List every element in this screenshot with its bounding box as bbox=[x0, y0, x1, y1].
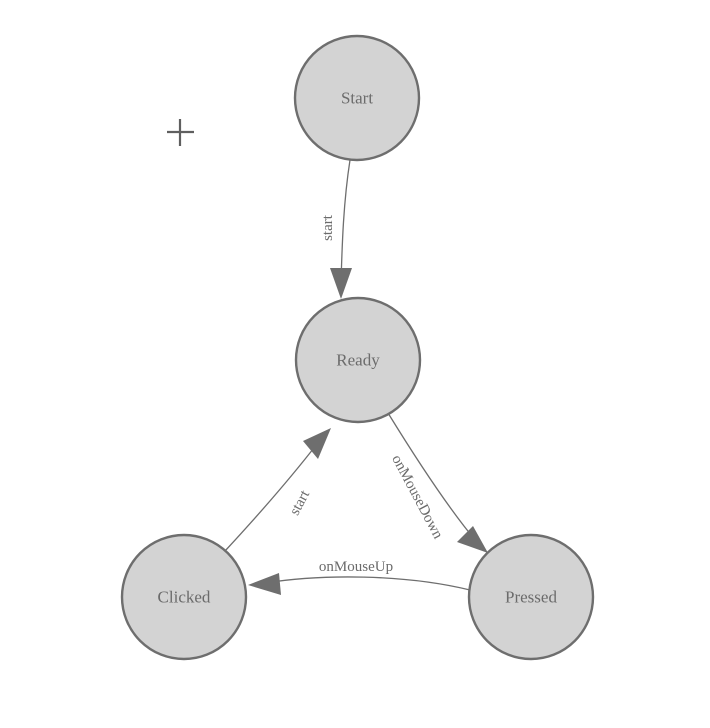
node-circle[interactable] bbox=[293, 34, 421, 162]
edge-line bbox=[264, 576, 471, 591]
node-label-clicked: Clicked bbox=[158, 588, 211, 607]
plus-marker-icon[interactable] bbox=[167, 119, 194, 146]
edge-label-clicked-to-ready: start bbox=[287, 487, 314, 518]
node-clicked[interactable]: Clicked bbox=[120, 533, 248, 661]
node-circle[interactable] bbox=[294, 296, 422, 424]
node-pressed[interactable]: Pressed bbox=[467, 533, 595, 661]
edge-line bbox=[340, 159, 351, 284]
node-label-ready: Ready bbox=[336, 351, 380, 370]
edge-clicked-to-ready[interactable]: start bbox=[224, 428, 331, 552]
node-start[interactable]: Start bbox=[293, 34, 421, 162]
arrow-head-icon bbox=[303, 428, 331, 459]
edge-label-ready-to-pressed: onMouseDown bbox=[388, 452, 446, 542]
edge-line bbox=[387, 412, 477, 542]
node-circle[interactable] bbox=[120, 533, 248, 661]
edge-label-start-to-ready: start bbox=[320, 214, 336, 241]
node-circle[interactable] bbox=[467, 533, 595, 661]
node-label-pressed: Pressed bbox=[505, 588, 557, 607]
edge-start-to-ready[interactable]: start bbox=[320, 159, 352, 299]
arrow-head-icon bbox=[248, 573, 281, 595]
edge-label-pressed-to-clicked: onMouseUp bbox=[319, 559, 393, 575]
node-ready[interactable]: Ready bbox=[294, 296, 422, 424]
arrow-head-icon bbox=[457, 526, 488, 553]
edge-line bbox=[224, 443, 318, 552]
edge-ready-to-pressed[interactable]: onMouseDown bbox=[387, 412, 488, 553]
edge-pressed-to-clicked[interactable]: onMouseUp bbox=[248, 559, 471, 595]
arrow-head-icon bbox=[330, 268, 352, 299]
node-label-start: Start bbox=[341, 89, 373, 108]
